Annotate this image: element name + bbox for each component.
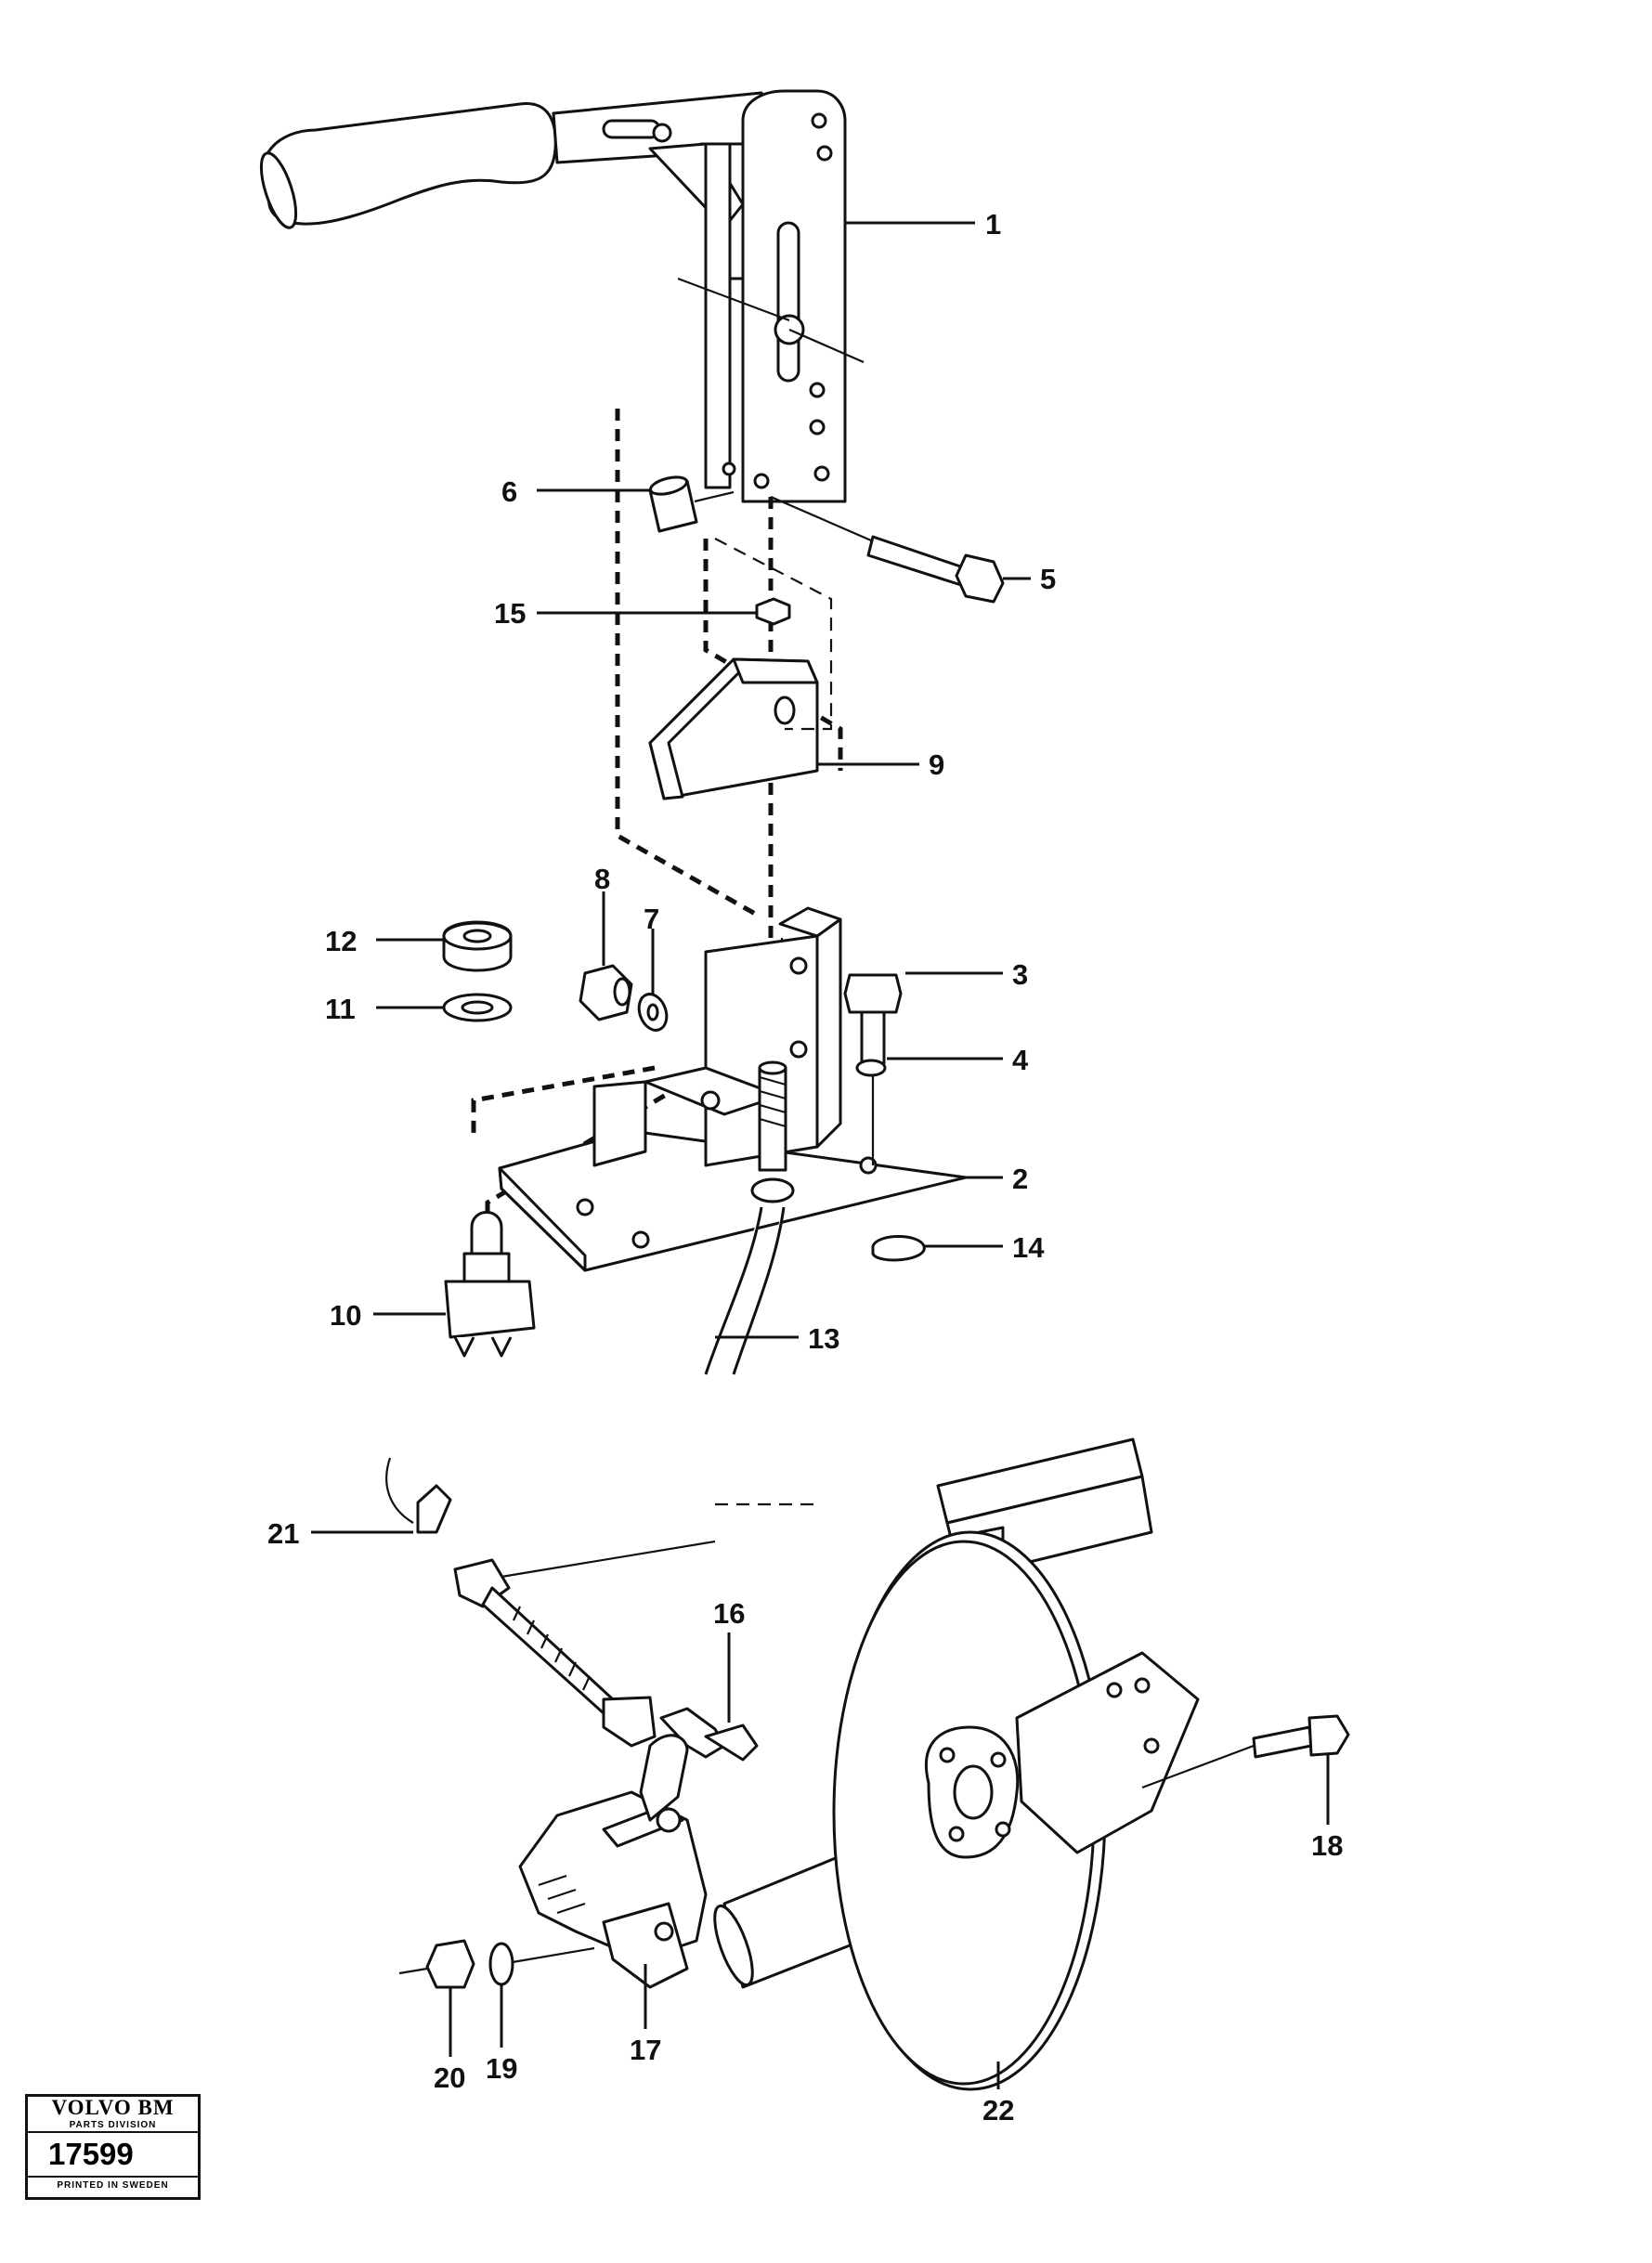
washer-part-11 — [442, 993, 513, 1022]
callout-10: 10 — [330, 1299, 361, 1332]
switch-part-10 — [444, 1211, 536, 1358]
callout-4: 4 — [1012, 1044, 1029, 1076]
threaded-rod — [704, 1060, 795, 1375]
brake-disc-part-22 — [832, 1530, 1200, 2091]
callout-11: 11 — [325, 993, 356, 1025]
callout-5: 5 — [1040, 563, 1056, 595]
callout-9: 9 — [929, 748, 944, 781]
nut-part-20 — [398, 1939, 595, 1989]
clip-part-14 — [871, 1235, 926, 1262]
callout-3: 3 — [1012, 958, 1028, 991]
callout-21: 21 — [267, 1517, 299, 1550]
cable-part-21 — [385, 1457, 716, 1748]
callout-19: 19 — [486, 2052, 517, 2085]
callout-7: 7 — [644, 903, 659, 935]
stamp-division: PARTS DIVISION — [28, 2119, 198, 2133]
base-plate-part-2 — [498, 906, 968, 1272]
callout-14: 14 — [1012, 1231, 1045, 1264]
callout-12: 12 — [325, 925, 357, 957]
callout-8: 8 — [594, 863, 610, 895]
leader-lines — [311, 221, 1330, 2089]
caliper-part-17 — [518, 1734, 708, 1989]
pin-part-16 — [659, 1707, 759, 1762]
hand-lever-part-1 — [259, 89, 865, 503]
sleeve-part-6 — [648, 475, 735, 533]
callout-20: 20 — [434, 2061, 465, 2094]
bracket-part-9 — [648, 538, 833, 800]
callout-22: 22 — [982, 2094, 1014, 2126]
callout-labels: 1 2 3 4 5 6 7 8 9 10 11 12 13 14 15 16 1… — [267, 208, 1343, 2126]
washer-part-7 — [637, 993, 669, 1032]
nut-part-12 — [442, 920, 513, 972]
bolt-part-5 — [770, 495, 1005, 604]
callout-2: 2 — [1012, 1163, 1028, 1195]
callout-17: 17 — [630, 2034, 661, 2066]
bolt-part-3 — [843, 973, 903, 1165]
washer-part-4 — [855, 1059, 887, 1077]
stamp-brand: VOLVO BM — [51, 2096, 175, 2119]
callout-6: 6 — [501, 475, 517, 508]
stamp-number: 17599 — [28, 2133, 198, 2178]
volvo-bm-stamp: VOLVO BM PARTS DIVISION 17599 PRINTED IN… — [25, 2094, 201, 2200]
callout-1: 1 — [985, 208, 1001, 241]
callout-13: 13 — [808, 1322, 839, 1355]
nut-part-8 — [579, 964, 633, 1021]
callout-18: 18 — [1311, 1829, 1343, 1862]
bolt-part-18 — [1141, 1714, 1350, 1789]
callout-15: 15 — [494, 597, 526, 630]
callout-16: 16 — [713, 1597, 745, 1630]
stamp-printed: PRINTED IN SWEDEN — [57, 2180, 169, 2191]
nut-part-15 — [755, 597, 791, 626]
washer-part-19 — [488, 1942, 514, 1986]
